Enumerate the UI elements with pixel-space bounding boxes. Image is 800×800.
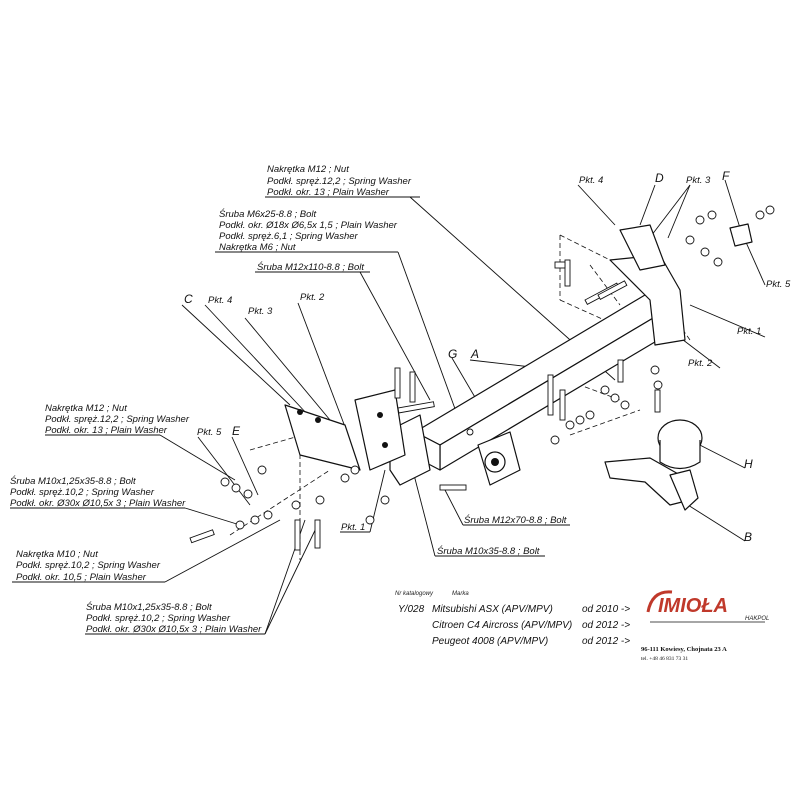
callout-bolt-m10x35: Śruba M10x35-8.8 ; Bolt <box>437 545 540 557</box>
svg-text:Podkł. okr. Ø18x Ø6,5x 1,5 ;: Podkł. okr. Ø18x Ø6,5x 1,5 ; Plain Washe… <box>219 220 398 231</box>
callout-nut-m12-top: Nakrętka M12 ; Nut Podkł. spręż.12,2 ; S… <box>267 164 412 198</box>
svg-text:Podkł. okr. 10,5 ; Plain Washe: Podkł. okr. 10,5 ; Plain Washer <box>16 572 147 583</box>
label-pkt3-left: Pkt. 3 <box>248 306 273 317</box>
catalog-header: Nr katalogowy <box>395 591 434 597</box>
catalog-number: Y/028 <box>398 604 425 615</box>
logo-phone: tel. +48 46 831 73 31 <box>641 656 688 662</box>
callout-nut-m10: Nakrętka M10 ; Nut Podkł. spręż.10,2 ; S… <box>16 549 161 583</box>
label-c: C <box>184 292 193 306</box>
label-pkt2-right: Pkt. 2 <box>688 358 713 369</box>
label-pkt5-right: Pkt. 5 <box>766 279 791 290</box>
left-side-bracket <box>284 389 406 471</box>
vehicle-year: od 2010 -> <box>582 604 630 615</box>
svg-text:Podkł. spręż.10,2 ; Spring Was: Podkł. spręż.10,2 ; Spring Washer <box>16 560 161 571</box>
vehicle-year: od 2012 -> <box>582 620 630 631</box>
svg-text:Podkł. spręż.10,2 ; Spring Was: Podkł. spręż.10,2 ; Spring Washer <box>86 613 231 624</box>
crossbar-beam <box>389 224 686 486</box>
svg-text:Podkł. spręż.6,1 ; Spring Wash: Podkł. spręż.6,1 ; Spring Washer <box>219 231 359 242</box>
part-labels: Pkt. 4 D Pkt. 3 F Pkt. 5 Pkt. 1 Pkt. 2 C… <box>184 169 791 544</box>
svg-text:Śruba M6x25-8.8 ; Bolt: Śruba M6x25-8.8 ; Bolt <box>219 208 317 220</box>
label-pkt2-left: Pkt. 2 <box>300 292 325 303</box>
label-h: H <box>744 457 753 471</box>
svg-text:Podkł. spręż.10,2 ; Spring Was: Podkł. spręż.10,2 ; Spring Washer <box>10 487 155 498</box>
vehicle-year: od 2012 -> <box>582 636 630 647</box>
label-pkt1-left: Pkt. 1 <box>341 522 365 533</box>
svg-text:Podkł. okr. 13 ; Plain Washer: Podkł. okr. 13 ; Plain Washer <box>267 187 390 198</box>
label-f: F <box>722 169 730 183</box>
callout-bolt-m10-bottom: Śruba M10x1,25x35-8.8 ; Bolt Podkł. sprę… <box>86 601 262 635</box>
tow-ball <box>657 419 703 470</box>
vehicle-name: Mitsubishi ASX (APV/MPV) <box>432 604 553 615</box>
vehicle-name: Peugeot 4008 (APV/MPV) <box>432 636 548 647</box>
label-b: B <box>744 530 752 544</box>
brand-header: Marka <box>452 591 469 597</box>
vehicle-name: Citroen C4 Aircross (APV/MPV) <box>432 620 572 631</box>
label-pkt3-top: Pkt. 3 <box>686 175 711 186</box>
callout-nut-m12-left: Nakrętka M12 ; Nut Podkł. spręż.12,2 ; S… <box>45 403 190 436</box>
logo-address: 96-111 Kowiesy, Chojnata 23 A <box>641 646 727 653</box>
svg-text:Podkł. okr. Ø30x Ø10,5x 3 ; P: Podkł. okr. Ø30x Ø10,5x 3 ; Plain Washer <box>10 498 186 509</box>
callout-bolt-m6: Śruba M6x25-8.8 ; Bolt Podkł. okr. Ø18x … <box>219 208 398 253</box>
callout-bolt-m12x110: Śruba M12x110-8.8 ; Bolt <box>257 261 364 273</box>
catalog-info: Nr katalogowy Marka Y/028 Mitsubishi ASX… <box>395 591 630 647</box>
socket-plate <box>477 431 521 486</box>
label-g: G <box>448 347 457 361</box>
svg-text:Śruba M10x1,25x35-8.8 ; Bolt: Śruba M10x1,25x35-8.8 ; Bolt <box>10 475 136 487</box>
hardware-bolts <box>189 205 775 551</box>
svg-text:Nakrętka M10 ; Nut: Nakrętka M10 ; Nut <box>16 549 98 560</box>
label-pkt5-left: Pkt. 5 <box>197 427 222 438</box>
label-a: A <box>470 347 479 361</box>
callout-bolt-m12x70: Śruba M12x70-8.8 ; Bolt <box>464 514 567 526</box>
svg-text:Nakrętka M6 ; Nut: Nakrętka M6 ; Nut <box>219 242 296 253</box>
label-d: D <box>655 171 664 185</box>
svg-text:Podkł. spręż.12,2 ; Spring Was: Podkł. spręż.12,2 ; Spring Washer <box>45 414 190 425</box>
svg-text:Podkł. okr. 13 ; Plain Washer: Podkł. okr. 13 ; Plain Washer <box>45 425 168 436</box>
label-e: E <box>232 424 241 438</box>
svg-text:Nakrętka M12 ; Nut: Nakrętka M12 ; Nut <box>267 164 349 175</box>
logo-sub: HAKPOL <box>745 616 769 622</box>
callout-bolt-m10-left: Śruba M10x1,25x35-8.8 ; Bolt Podkł. sprę… <box>10 475 186 509</box>
svg-text:Śruba M10x1,25x35-8.8 ; Bolt: Śruba M10x1,25x35-8.8 ; Bolt <box>86 601 212 613</box>
svg-text:Podkł. spręż.12,2 ; Spring Was: Podkł. spręż.12,2 ; Spring Washer <box>267 176 412 187</box>
label-pkt4-top: Pkt. 4 <box>579 175 603 186</box>
company-logo: IMIOŁA HAKPOL 96-111 Kowiesy, Chojnata 2… <box>641 590 769 662</box>
label-pkt4-left: Pkt. 4 <box>208 295 232 306</box>
svg-text:Podkł. okr. Ø30x Ø10,5x 3 ; P: Podkł. okr. Ø30x Ø10,5x 3 ; Plain Washer <box>86 624 262 635</box>
label-pkt1-right: Pkt. 1 <box>737 326 761 337</box>
logo-brand: IMIOŁA <box>658 595 728 617</box>
svg-text:Nakrętka M12 ; Nut: Nakrętka M12 ; Nut <box>45 403 127 414</box>
ball-neck <box>604 457 699 511</box>
